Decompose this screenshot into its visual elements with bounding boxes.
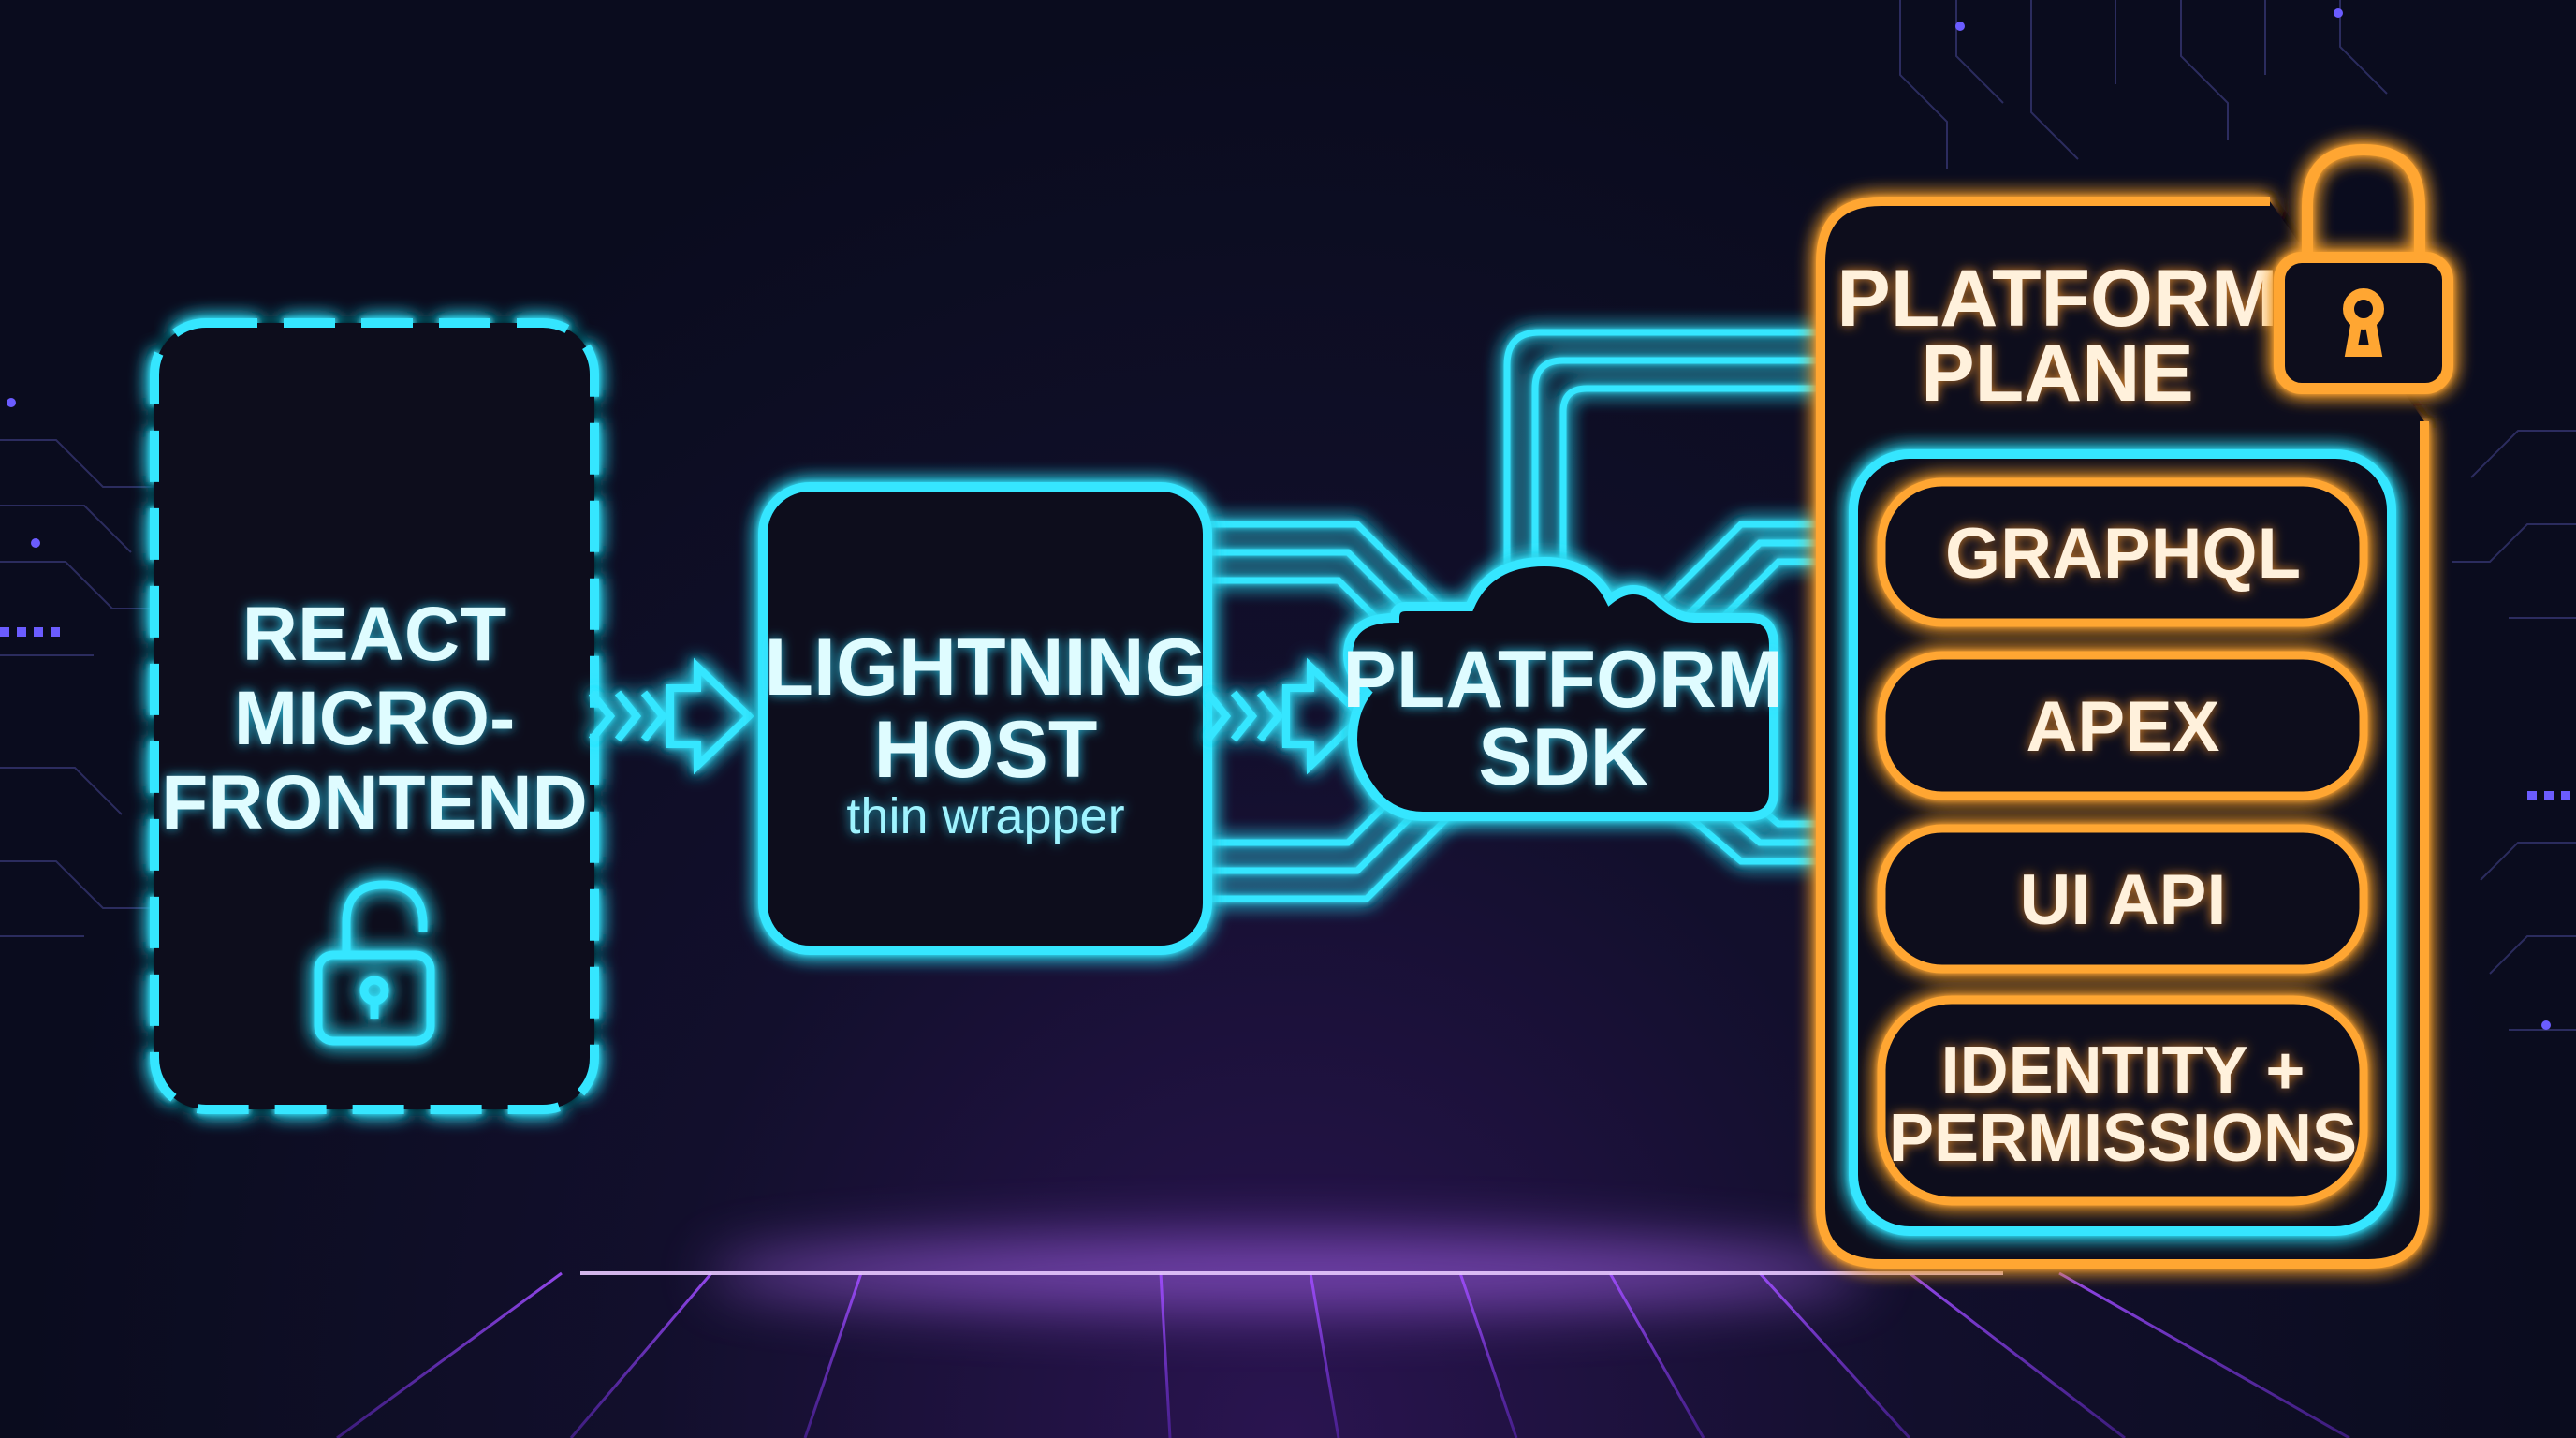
- service-graphql: GRAPHQL: [1877, 477, 2368, 627]
- chevron-arrow-icon: [1204, 657, 1368, 775]
- chevron-arrow-icon: [588, 657, 754, 775]
- react-microfrontend-node: REACT MICRO- FRONTEND: [150, 318, 599, 1114]
- sdk-label-line2: SDK: [1478, 712, 1648, 802]
- service-identity-label-line2: PERMISSIONS: [1889, 1101, 2357, 1176]
- react-label-line1: REACT: [242, 592, 506, 677]
- sdk-label-line1: PLATFORM: [1342, 635, 1783, 725]
- lightning-subtitle: thin wrapper: [846, 788, 1124, 844]
- lightning-label-line1: LIGHTNING: [765, 623, 1208, 712]
- background-circuit-dots: [0, 8, 2570, 1030]
- plane-label-line2: PLANE: [1921, 329, 2193, 418]
- service-identity-label-line1: IDENTITY +: [1941, 1034, 2305, 1108]
- platform-plane-node: PLATFORM PLANE GRAPHQL APEX UI API IDENT…: [1816, 143, 2453, 1269]
- neon-floor-grid: [178, 1236, 2396, 1438]
- lightning-host-node: LIGHTNING HOST thin wrapper: [758, 482, 1212, 955]
- background-circuit-traces: [0, 0, 2576, 1031]
- platform-sdk-node: PLATFORM SDK: [1342, 556, 1784, 821]
- react-label-line3: FRONTEND: [161, 760, 588, 845]
- service-ui-api: UI API: [1877, 824, 2368, 974]
- plane-label-line1: PLATFORM: [1837, 254, 2277, 344]
- service-graphql-label: GRAPHQL: [1945, 514, 2301, 594]
- unlocked-padlock-icon: [314, 880, 435, 1046]
- service-apex: APEX: [1877, 651, 2368, 800]
- service-ui-api-label: UI API: [2020, 860, 2227, 940]
- service-apex-label: APEX: [2027, 687, 2220, 767]
- lightning-label-line2: HOST: [874, 705, 1098, 795]
- react-label-line2: MICRO-: [234, 676, 516, 761]
- locked-padlock-icon: [2274, 143, 2453, 394]
- service-identity-permissions: IDENTITY + PERMISSIONS: [1877, 995, 2368, 1206]
